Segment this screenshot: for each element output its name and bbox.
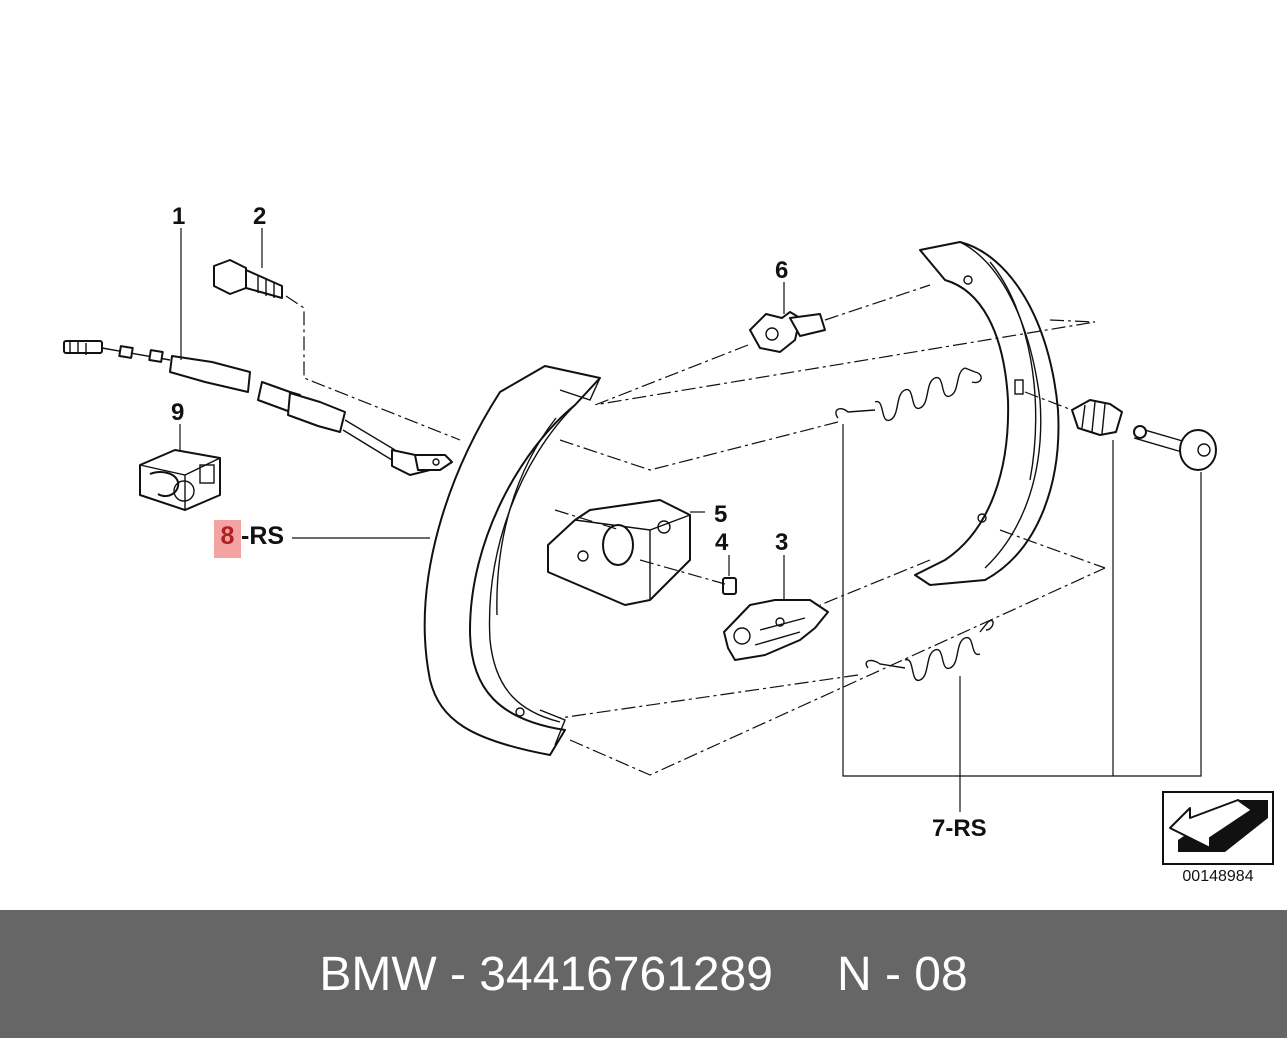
hold-down-spring[interactable]: [1071, 399, 1123, 436]
cable-clip[interactable]: [139, 449, 221, 511]
callout-8-suffix: -RS: [241, 522, 285, 550]
adjuster-lever[interactable]: [723, 599, 829, 661]
direction-arrow-icon: [1162, 791, 1274, 865]
upper-return-spring[interactable]: [835, 367, 982, 421]
callout-7-rs: 7-RS: [932, 815, 987, 842]
footer-bar: BMW - 34416761289 N - 08: [0, 910, 1287, 1038]
parking-brake-cable[interactable]: [63, 340, 453, 476]
lower-return-spring[interactable]: [865, 619, 994, 681]
brake-shoe-right[interactable]: [914, 241, 1060, 586]
callout-1: 1: [172, 203, 185, 230]
footer-separator: -: [436, 947, 480, 1001]
hex-bolt[interactable]: [213, 259, 283, 299]
brake-shoe-left[interactable]: [423, 365, 601, 756]
footer-brand: BMW: [319, 947, 437, 1001]
footer-group: N - 08: [836, 947, 968, 1001]
pin[interactable]: [722, 577, 737, 595]
highlighted-callout-background: [214, 520, 241, 558]
callout-5: 5: [714, 501, 727, 528]
hold-down-pin[interactable]: [1133, 425, 1217, 471]
adjuster-screw[interactable]: [749, 311, 826, 353]
diagram-number: 00148984: [1182, 868, 1254, 885]
callout-2: 2: [253, 203, 266, 230]
parts-diagram: 1 2 9 5: [63, 203, 1274, 865]
footer-part-number: 34416761289: [479, 947, 773, 1001]
callout-4: 4: [715, 529, 729, 556]
callout-6: 6: [775, 257, 788, 284]
callout-8-number: 8: [220, 522, 235, 550]
callout-9: 9: [171, 399, 184, 426]
footer-text: BMW - 34416761289 N - 08: [0, 910, 1287, 1038]
callout-3: 3: [775, 529, 788, 556]
brake-expander[interactable]: [547, 499, 691, 606]
